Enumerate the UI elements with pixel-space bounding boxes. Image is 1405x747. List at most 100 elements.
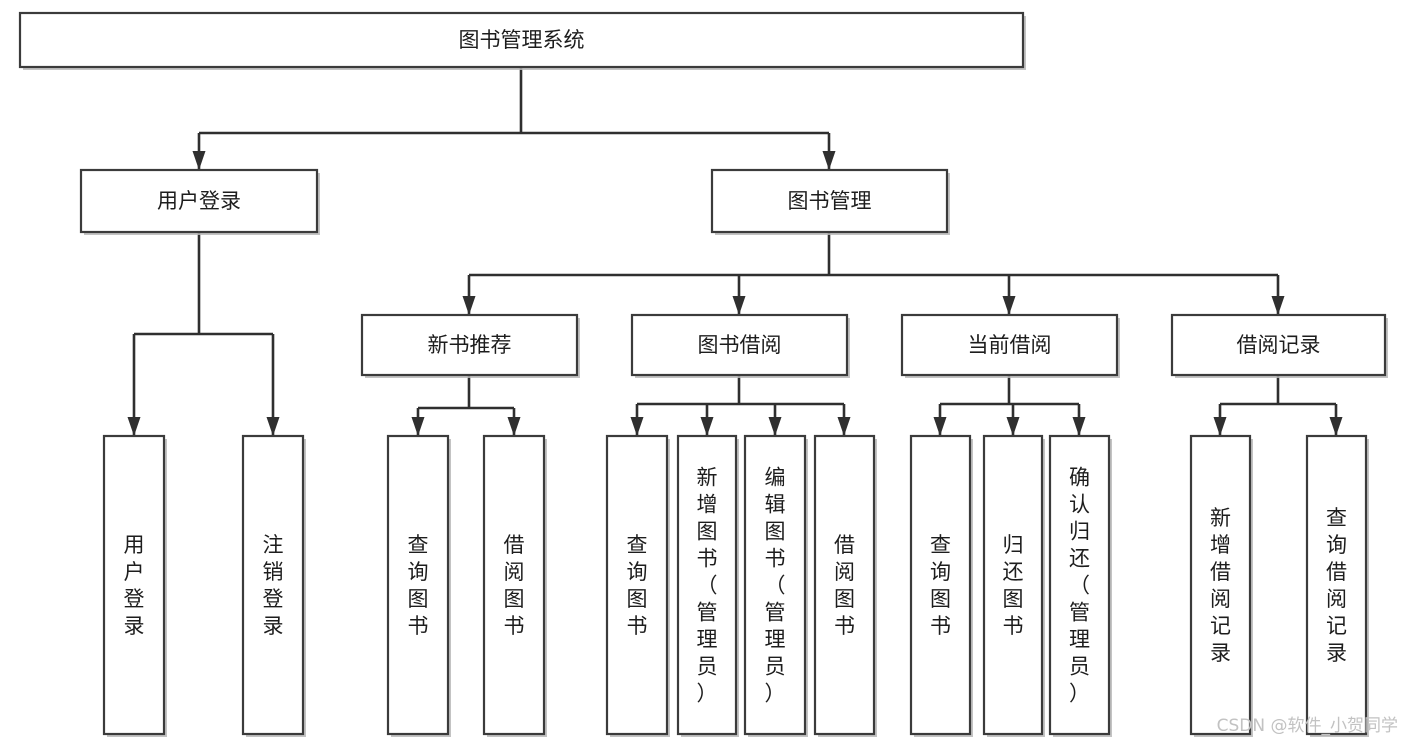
- svg-text:查: 查: [408, 533, 429, 557]
- node-box[interactable]: [743, 434, 807, 736]
- connector-new-book-to-leaves: [416, 375, 516, 436]
- node-box[interactable]: [605, 434, 669, 736]
- node-box[interactable]: [360, 313, 579, 377]
- arrow-head-icon: [1329, 417, 1343, 436]
- node-box[interactable]: [676, 434, 738, 736]
- arrow-head-icon: [933, 417, 947, 436]
- svg-text:登: 登: [263, 587, 284, 611]
- arrow-head-icon: [1072, 417, 1086, 436]
- svg-text:）: ）: [765, 682, 786, 706]
- svg-text:还: 还: [1069, 547, 1090, 571]
- svg-text:员: 员: [697, 655, 718, 679]
- svg-text:销: 销: [263, 560, 284, 584]
- node-box[interactable]: [630, 313, 849, 377]
- node-box[interactable]: [813, 434, 876, 736]
- arrow-head-icon: [837, 417, 851, 436]
- arrow-head-icon: [1006, 417, 1020, 436]
- svg-text:阅: 阅: [1326, 587, 1347, 611]
- arrow-head-icon: [1213, 417, 1227, 436]
- node-box[interactable]: [909, 434, 972, 736]
- svg-text:阅: 阅: [504, 560, 525, 584]
- node-leaf-user-login[interactable]: 用户登录: [102, 434, 167, 737]
- node-label: 图书管理系统: [459, 28, 585, 52]
- node-borrow-record[interactable]: 借阅记录: [1170, 313, 1388, 378]
- svg-text:增: 增: [1210, 533, 1231, 557]
- svg-text:理: 理: [697, 628, 718, 652]
- node-root[interactable]: 图书管理系统: [18, 11, 1026, 70]
- node-box[interactable]: [1170, 313, 1387, 377]
- svg-text:书: 书: [765, 547, 786, 571]
- node-current-borrow[interactable]: 当前借阅: [900, 313, 1120, 378]
- svg-text:）: ）: [697, 682, 718, 706]
- svg-text:图: 图: [834, 587, 855, 611]
- node-box[interactable]: [386, 434, 450, 736]
- node-user-login[interactable]: 用户登录: [79, 168, 320, 235]
- svg-text:借: 借: [504, 533, 525, 557]
- svg-text:（: （: [697, 574, 718, 598]
- node-box[interactable]: [241, 434, 305, 736]
- svg-text:增: 增: [697, 493, 718, 517]
- svg-text:书: 书: [408, 614, 429, 638]
- node-box[interactable]: [1189, 434, 1252, 736]
- svg-text:员: 员: [765, 655, 786, 679]
- node-box[interactable]: [982, 434, 1044, 736]
- svg-text:编: 编: [765, 466, 786, 490]
- connector-layer: [127, 67, 1343, 436]
- node-box[interactable]: [1048, 434, 1111, 736]
- svg-text:录: 录: [1326, 641, 1347, 665]
- arrow-head-icon: [507, 417, 521, 436]
- node-book-manage[interactable]: 图书管理: [710, 168, 950, 235]
- node-box[interactable]: [1305, 434, 1368, 736]
- svg-text:（: （: [765, 574, 786, 598]
- node-label: 图书借阅: [698, 333, 782, 357]
- svg-text:询: 询: [1326, 533, 1347, 557]
- svg-text:记: 记: [1326, 614, 1347, 638]
- svg-text:图: 图: [504, 587, 525, 611]
- connector-book-borrow-to-leaves: [635, 375, 846, 436]
- node-book-borrow[interactable]: 图书借阅: [630, 313, 850, 378]
- arrow-head-icon: [462, 296, 476, 315]
- svg-text:书: 书: [834, 614, 855, 638]
- node-box[interactable]: [710, 168, 949, 234]
- connector-user-login-to-leaves: [132, 232, 275, 436]
- svg-text:管: 管: [697, 601, 718, 625]
- node-box[interactable]: [79, 168, 319, 234]
- node-new-book-recommend[interactable]: 新书推荐: [360, 313, 580, 378]
- arrow-head-icon: [822, 151, 836, 170]
- svg-text:确: 确: [1069, 466, 1090, 490]
- svg-text:询: 询: [627, 560, 648, 584]
- node-box[interactable]: [482, 434, 546, 736]
- arrow-head-icon: [768, 417, 782, 436]
- svg-text:（: （: [1069, 574, 1090, 598]
- node-box[interactable]: [18, 11, 1025, 69]
- node-box[interactable]: [102, 434, 166, 736]
- arrow-head-icon: [1271, 296, 1285, 315]
- node-box[interactable]: [900, 313, 1119, 377]
- arrow-head-icon: [192, 151, 206, 170]
- arrow-head-icon: [732, 296, 746, 315]
- svg-text:用: 用: [124, 533, 145, 557]
- svg-text:还: 还: [1003, 560, 1024, 584]
- node-label: 用户登录: [157, 189, 241, 213]
- svg-text:查: 查: [627, 533, 648, 557]
